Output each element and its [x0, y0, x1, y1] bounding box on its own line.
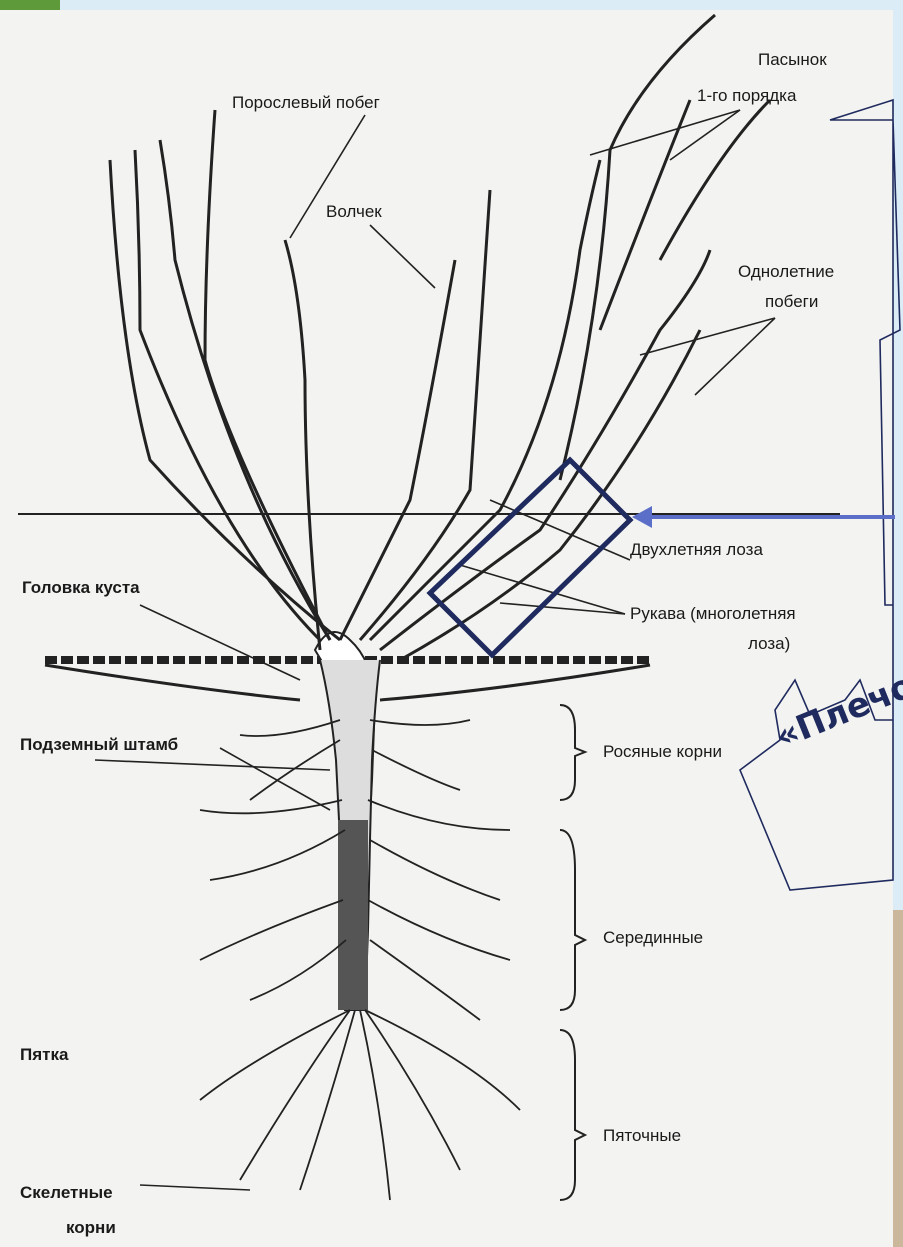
label-seredinnye: Серединные [603, 928, 703, 948]
label-rukava-line2: лоза) [748, 634, 790, 654]
label-rukava-line1: Рукава (многолетняя [630, 604, 796, 624]
label-golovka: Головка куста [22, 578, 140, 598]
label-odnoletnie-line1: Однолетние [738, 262, 834, 282]
label-pasynok-line2: 1-го порядка [697, 86, 796, 106]
label-pyatka: Пятка [20, 1045, 68, 1065]
label-skeletnye-line1: Скелетные [20, 1183, 113, 1203]
label-poroslevy: Порослевый побег [232, 93, 380, 113]
label-dvuhletnyaya: Двухлетняя лоза [630, 540, 763, 560]
label-podzemny: Подземный штамб [20, 735, 178, 755]
diagram-paper [0, 10, 893, 1247]
label-pasynok-line1: Пасынок [758, 50, 827, 70]
label-volchek: Волчек [326, 202, 382, 222]
label-rosyanye: Росяные корни [603, 742, 722, 762]
label-pyatochnye: Пяточные [603, 1126, 681, 1146]
label-skeletnye-line2: корни [66, 1218, 116, 1238]
label-odnoletnie-line2: побеги [765, 292, 818, 312]
